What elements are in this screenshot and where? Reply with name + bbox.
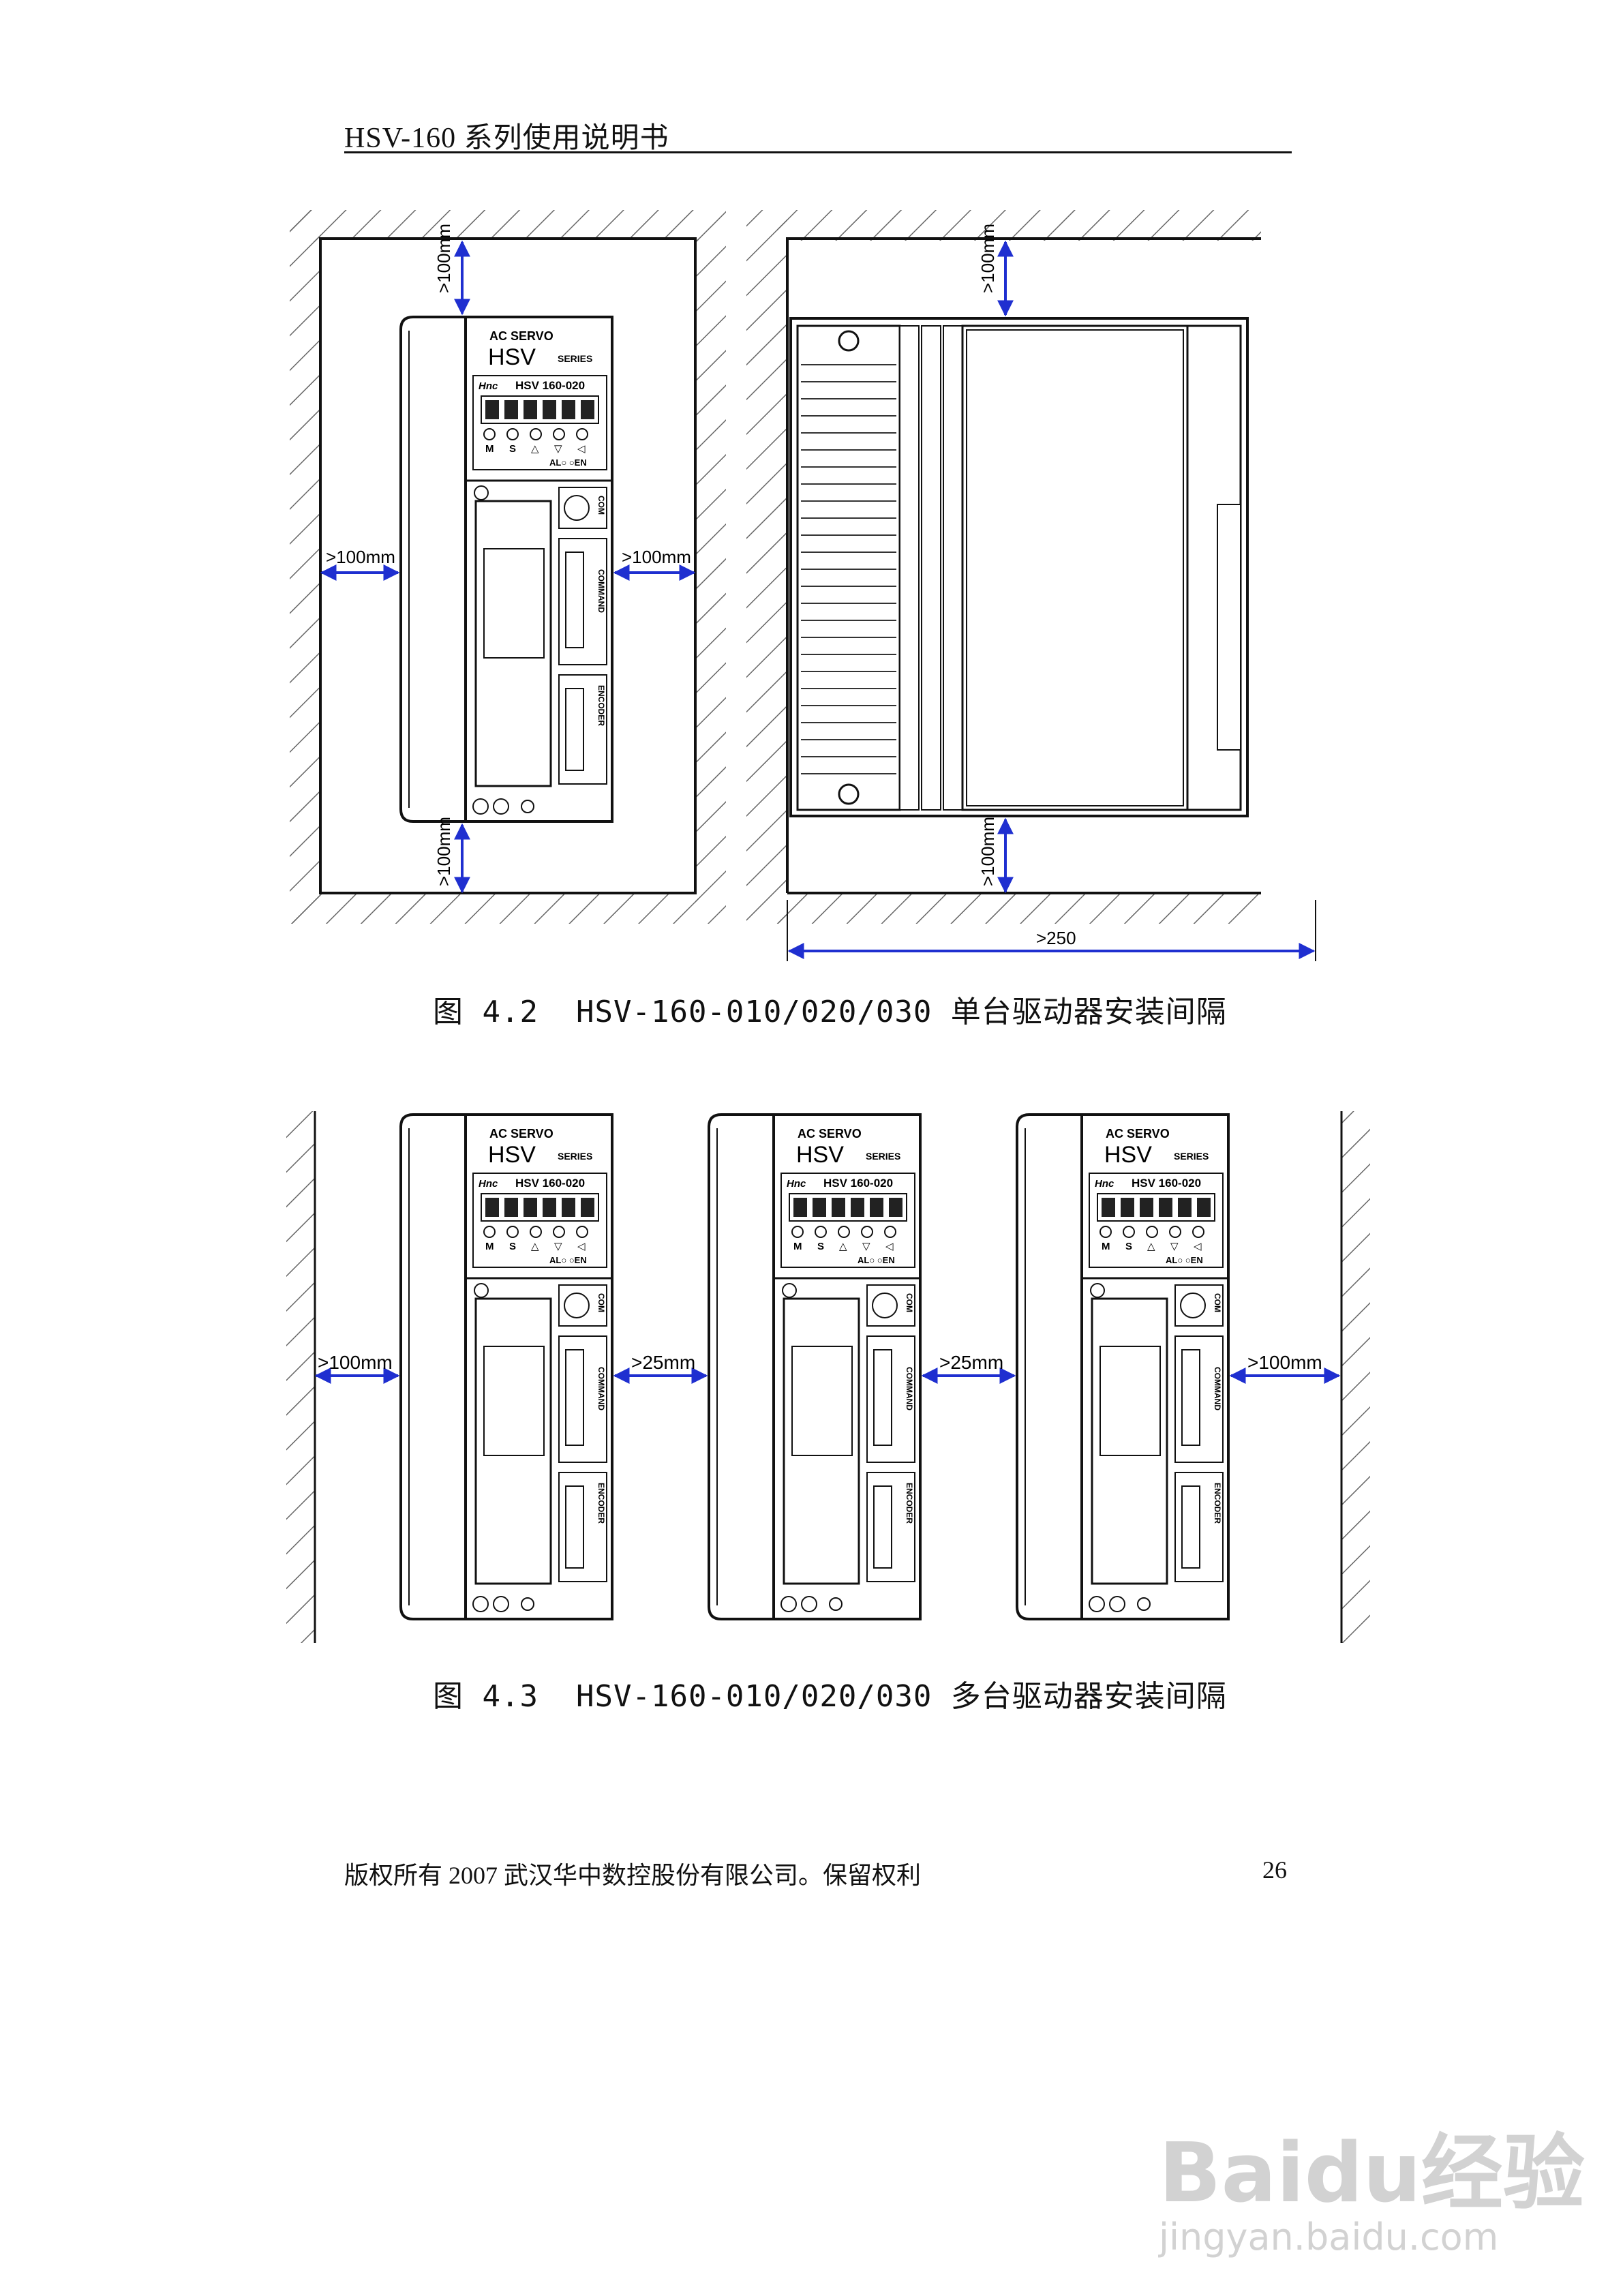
right-clearance-label: >100mm [622, 547, 691, 567]
figure-4-2-side-view: >100mm >100mm >250 [746, 210, 1316, 961]
figure-4-3-number: 图 4.3 [433, 1679, 539, 1714]
top-clearance-label: >100mm [434, 224, 454, 293]
gap-1-label: >25mm [631, 1352, 695, 1373]
watermark-brand: Baidu经验 [1159, 2126, 1585, 2221]
figure-4-3-caption: 图 4.3 HSV-160-010/020/030 多台驱动器安装间隔 [433, 1672, 1227, 1715]
figure-4-2-number: 图 4.2 [433, 995, 539, 1029]
header-title: HSV-160 系列使用说明书 [344, 123, 669, 154]
left-clearance-label: >100mm [326, 547, 395, 567]
figure-4-3-multi-drive: >100mm >25mm >25mm >100mm [286, 1111, 1370, 1643]
figure-4-2-front-view: >100mm >100mm >100mm >100mm [290, 210, 726, 924]
side-top-clearance-label: >100mm [977, 224, 998, 293]
figure-4-2-title: HSV-160-010/020/030 单台驱动器安装间隔 [576, 995, 1227, 1029]
depth-clearance-label: >250 [1036, 928, 1076, 948]
watermark-url: jingyan.baidu.com [1159, 2216, 1499, 2259]
side-bottom-clearance-label: >100mm [977, 817, 998, 886]
bottom-clearance-label: >100mm [434, 817, 454, 886]
left-wall-clearance-label: >100mm [318, 1352, 393, 1373]
figure-4-2-caption: 图 4.2 HSV-160-010/020/030 单台驱动器安装间隔 [433, 987, 1227, 1031]
figure-4-3-title: HSV-160-010/020/030 多台驱动器安装间隔 [576, 1679, 1227, 1714]
right-wall-clearance-label: >100mm [1247, 1352, 1322, 1373]
header-rule [344, 151, 1292, 153]
page-number: 26 [1262, 1856, 1287, 1884]
footer-copyright: 版权所有 2007 武汉华中数控股份有限公司。保留权利 [344, 1862, 922, 1889]
gap-2-label: >25mm [939, 1352, 1003, 1373]
